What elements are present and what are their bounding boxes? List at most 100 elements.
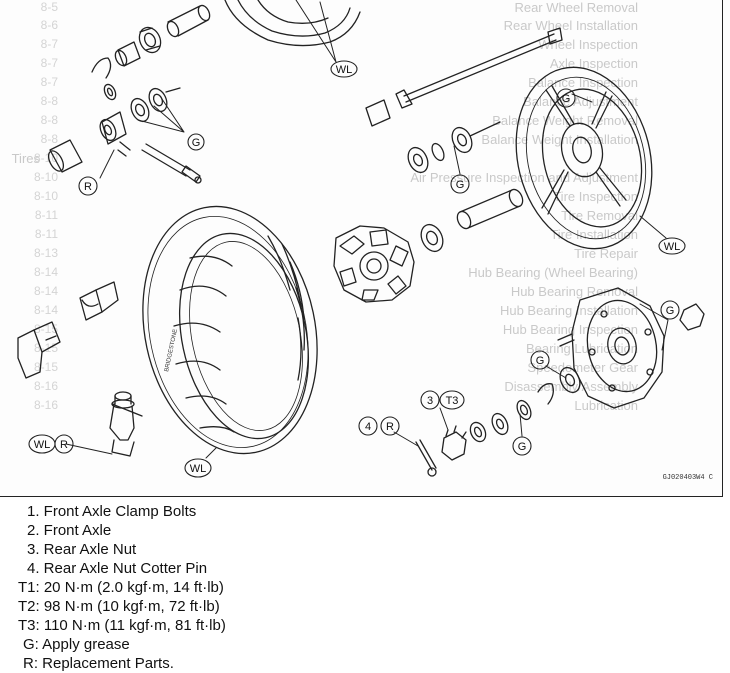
toc-entry: Hub Bearing (Wheel Bearing) — [468, 265, 638, 280]
sprocket-coupling — [557, 287, 665, 409]
cotter-pin — [415, 439, 437, 477]
rear-tire — [142, 205, 318, 455]
toc-entry: Tire Repair — [574, 246, 638, 261]
speedometer-gear-housing — [99, 111, 127, 145]
front-axle-sleeve — [166, 4, 211, 38]
toc-page: 8-14 — [33, 265, 58, 279]
toc-page: 8-13 — [33, 246, 58, 260]
callout-r — [54, 434, 74, 454]
callout-g — [187, 133, 205, 151]
callout-wl-label: WL — [34, 439, 51, 451]
callout-wl-label: WL — [336, 64, 353, 76]
legend-item: 2. Front Axle — [27, 522, 112, 539]
leader-lines — [65, 0, 669, 459]
toc-page: 8-10 — [33, 170, 58, 184]
toc-page: 8-15 — [33, 322, 58, 336]
rear-spacer-tube — [456, 188, 524, 230]
front-bearing — [138, 26, 162, 54]
legend-item: T1: 20 N·m (2.0 kgf·m, 14 ft·lb) — [18, 579, 224, 596]
legend-item: R: Replacement Parts. — [23, 655, 174, 672]
legend-item: T2: 98 N·m (10 kgf·m, 72 ft·lb) — [18, 598, 220, 615]
toc-entry: Lubrication — [574, 398, 638, 413]
callout-4-label: 4 — [365, 421, 371, 433]
toc-page: 8-11 — [34, 208, 58, 222]
toc-page: 8-16 — [33, 379, 58, 393]
speedometer-pinion — [117, 141, 202, 184]
toc-entry: Tires — [11, 151, 40, 166]
callout-g-label: G — [666, 305, 675, 317]
callout-g-label: G — [518, 441, 527, 453]
callout-g-label: G — [456, 179, 465, 191]
front-oil-seal — [103, 83, 117, 101]
tire-valve — [109, 391, 143, 457]
toc-page: 8-8 — [40, 113, 58, 127]
front-wheel-rim — [224, 0, 361, 47]
callout-r — [380, 416, 400, 436]
toc-page: 8-8 — [40, 94, 58, 108]
toc-page: 8-15 — [33, 341, 58, 355]
toc-page: 8-16 — [33, 398, 58, 412]
legend-item: G: Apply grease — [23, 636, 130, 653]
callout-g — [660, 300, 680, 320]
callout-4 — [358, 416, 378, 436]
callout-r-label: R — [60, 439, 68, 451]
speedometer-bearings — [130, 87, 181, 123]
exploded-wheel-diagram: Rear Wheel Removal Rear Wheel Installati… — [0, 0, 723, 497]
hub-damper — [333, 225, 415, 303]
toc-entry: Balance Inspection — [528, 75, 638, 90]
toc-page: 8-14 — [33, 284, 58, 298]
toc-page: 8-14 — [33, 303, 58, 317]
toc-entry: Balance Weight Installation — [481, 132, 638, 147]
front-collar — [114, 41, 141, 67]
toc-page: 8-11 — [34, 227, 58, 241]
callout-g-label: G — [192, 137, 201, 149]
toc-entry: Hub Bearing Installation — [499, 303, 638, 318]
parts-drawing: WL G R G G WL G G G 3 T3 4 R WL R WL BRI… — [17, 0, 705, 478]
callout-g — [450, 174, 470, 194]
toc-page: 8-6 — [40, 18, 58, 32]
toc-entry: Wheel Inspection — [538, 37, 638, 52]
callout-r-label: R — [84, 181, 92, 193]
callout-r — [78, 176, 98, 196]
callout-3-label: 3 — [427, 395, 433, 407]
callout-g — [530, 350, 550, 370]
callout-wl-label: WL — [190, 463, 207, 475]
diagram-frame — [0, 0, 723, 497]
toc-entry: Hub Bearing Inspection — [502, 322, 638, 337]
part-code: GJ020403W4 C — [662, 474, 713, 482]
rear-bearings-left — [407, 121, 501, 174]
toc-entry: Bearing Lubrication — [525, 341, 638, 356]
tire-valve-cap — [79, 281, 119, 321]
rear-axle-collar — [365, 99, 391, 127]
callout-wl — [330, 60, 358, 78]
legend-item: 3. Rear Axle Nut — [27, 541, 137, 558]
callout-wl — [658, 237, 686, 255]
toc-page: 8-7 — [40, 75, 58, 89]
callout-r-label: R — [386, 421, 394, 433]
toc-entry: Tire Inspection — [553, 189, 638, 204]
toc-page: 8-10 — [33, 189, 58, 203]
front-snap-ring — [91, 57, 112, 79]
toc-page: 8-7 — [40, 37, 58, 51]
tire-valve-guard — [17, 321, 61, 379]
speedometer-drive-sleeve — [47, 139, 83, 173]
toc-entry: Tire Installation — [550, 227, 638, 242]
callout-wl — [184, 458, 212, 478]
rear-axle — [395, 27, 563, 109]
rear-axle-nut — [441, 412, 509, 461]
callout-t3-label: T3 — [446, 395, 459, 407]
toc-page: 8-7 — [40, 56, 58, 70]
toc-page: 8-8 — [40, 132, 58, 146]
callout-t3 — [439, 390, 465, 410]
toc-entry: Rear Wheel Removal — [514, 0, 638, 15]
legend-item: 1. Front Axle Clamp Bolts — [27, 503, 197, 520]
damper-bearing — [420, 223, 444, 253]
callout-wl-label: WL — [664, 241, 681, 253]
callout-g-label: G — [536, 355, 545, 367]
toc-entry: Rear Wheel Installation — [503, 18, 638, 33]
legend-item: 4. Rear Axle Nut Cotter Pin — [27, 560, 208, 577]
legend: 1. Front Axle Clamp Bolts 2. Front Axle … — [0, 502, 730, 672]
legend-item: T3: 110 N·m (11 kgf·m, 81 ft·lb) — [18, 617, 226, 634]
callout-g-label: G — [562, 93, 571, 105]
sprocket-nut — [679, 303, 705, 331]
